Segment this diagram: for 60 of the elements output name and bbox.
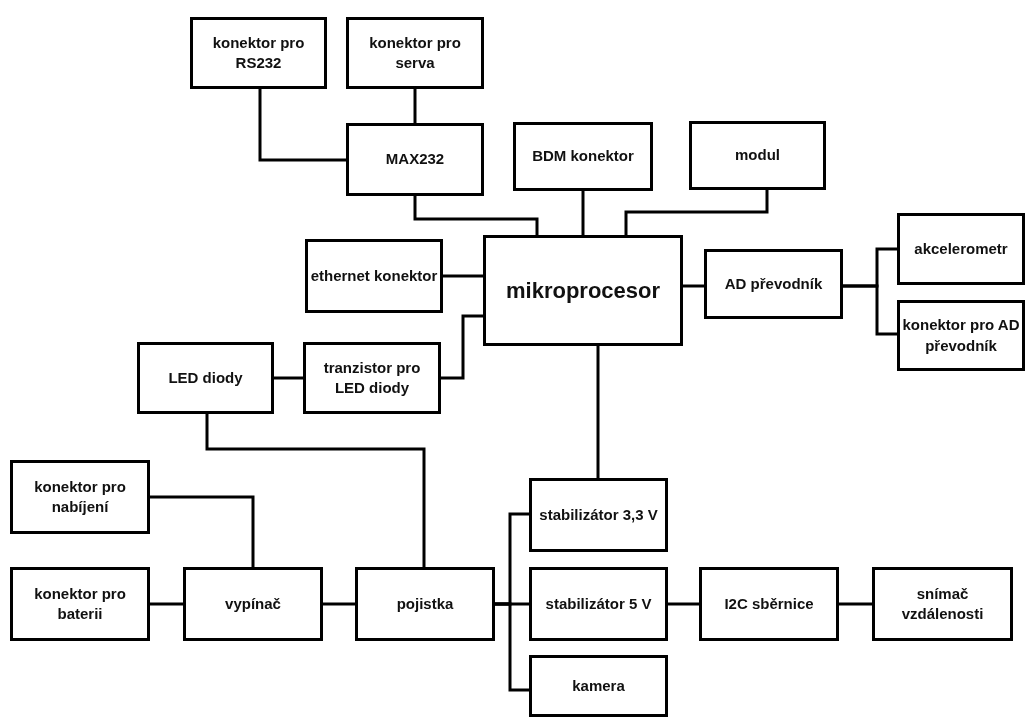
block-label: vypínač <box>225 593 281 614</box>
connector-line <box>205 414 426 567</box>
block-box <box>872 567 1013 641</box>
block-label: stabilizátor 3,3 V <box>539 504 658 525</box>
block-box <box>346 17 484 89</box>
block-label: konektor pro baterii <box>33 583 127 624</box>
connector-line <box>323 602 355 606</box>
connector-line <box>624 190 769 235</box>
block-label: konektor pro serva <box>368 32 462 73</box>
block-box <box>529 478 668 552</box>
block-label: ethernet konektor <box>310 265 438 286</box>
block-label: snímač vzdálenosti <box>900 583 985 624</box>
block-label: konektor pro nabíjení <box>33 476 127 517</box>
block-box <box>897 213 1025 285</box>
connector-line <box>413 89 417 123</box>
block-label: konektor pro RS232 <box>211 32 306 73</box>
block-box <box>529 567 668 641</box>
block-box <box>704 249 843 319</box>
block-box <box>689 121 826 190</box>
connector-line <box>443 274 483 278</box>
connector-line <box>258 89 346 162</box>
connector-line <box>581 191 585 235</box>
block-box <box>897 300 1025 371</box>
connector-line <box>441 314 483 380</box>
block-label: modul <box>735 145 780 166</box>
block-box <box>190 17 327 89</box>
block-box <box>699 567 839 641</box>
block-label: tranzistor pro LED diody <box>322 357 422 398</box>
connector-line <box>839 602 872 606</box>
connector-line <box>150 495 255 567</box>
connector-line <box>596 346 600 478</box>
connector-line <box>413 196 539 235</box>
block-box <box>483 235 683 346</box>
connector-line <box>683 284 704 288</box>
block-label: BDM konektor <box>532 146 634 167</box>
connector-line <box>668 602 699 606</box>
block-box <box>183 567 323 641</box>
block-box <box>355 567 495 641</box>
block-label: MAX232 <box>385 149 445 170</box>
connector-line <box>274 376 303 380</box>
connector-line <box>150 602 183 606</box>
block-label: kamera <box>572 675 625 696</box>
block-label: mikroprocesor <box>505 276 661 305</box>
block-box <box>10 460 150 534</box>
connector-line <box>495 602 529 692</box>
block-label: pojistka <box>396 593 454 614</box>
block-box <box>305 239 443 313</box>
block-label: akcelerometr <box>914 238 1008 259</box>
block-label: LED diody <box>168 367 243 388</box>
block-box <box>346 123 484 196</box>
block-box <box>303 342 441 414</box>
block-box <box>513 122 653 191</box>
block-box <box>529 655 668 717</box>
connector-line <box>843 284 897 336</box>
block-box <box>10 567 150 641</box>
block-label: konektor pro AD převodník <box>902 315 1020 356</box>
block-label: I2C sběrnice <box>724 593 814 614</box>
block-box <box>137 342 274 414</box>
block-label: AD převodník <box>724 273 823 294</box>
block-label: stabilizátor 5 V <box>545 593 652 614</box>
